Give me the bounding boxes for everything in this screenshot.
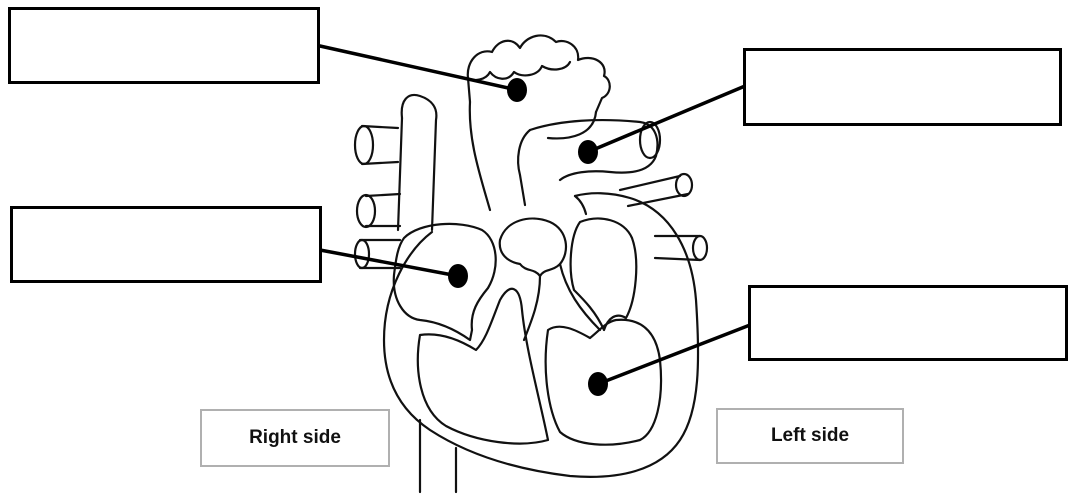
answer-box-top-left[interactable] (8, 7, 320, 84)
valve-center (500, 219, 566, 276)
right-ventricle (418, 289, 548, 444)
right-side-label: Right side (200, 409, 390, 467)
pointer-line-bottom-right (598, 325, 750, 384)
answer-box-bottom-right[interactable] (748, 285, 1068, 361)
superior-vena-cava (402, 95, 437, 230)
answer-box-middle-left[interactable] (10, 206, 322, 283)
pointer-line-top-left (320, 46, 517, 90)
right-atrium (394, 224, 496, 340)
answer-box-top-right[interactable] (743, 48, 1062, 126)
dot-aorta (507, 78, 527, 102)
aorta-trunk (470, 102, 490, 210)
dot-left-ventricle (588, 372, 608, 396)
left-side-label: Left side (716, 408, 904, 464)
pointer-line-middle-left (320, 250, 458, 276)
pointer-line-top-right (588, 86, 745, 152)
dot-pulmonary-artery (578, 140, 598, 164)
left-atrium (571, 219, 637, 330)
dot-right-atrium (448, 264, 468, 288)
